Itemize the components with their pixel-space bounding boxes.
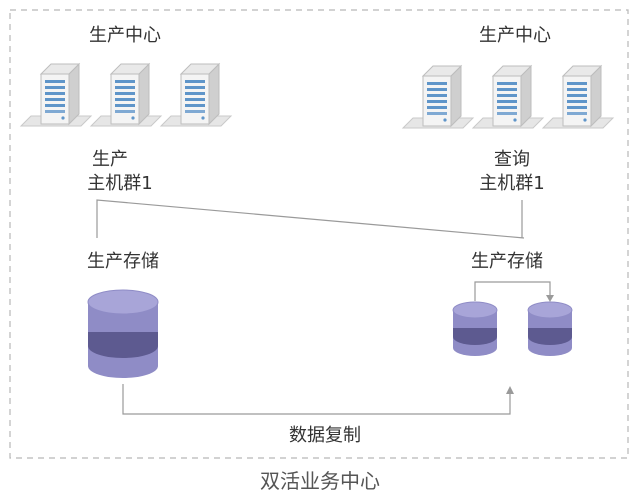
left-dc-title: 生产中心 xyxy=(89,25,161,46)
server-icon xyxy=(402,65,474,129)
right-internal-arrow xyxy=(474,281,551,301)
container-label: 双活业务中心 xyxy=(260,469,380,493)
server-icon xyxy=(160,63,232,127)
server-icon xyxy=(20,63,92,127)
right-server-cluster xyxy=(402,65,614,129)
right-host-group-line1: 查询 xyxy=(494,149,530,170)
right-database-a xyxy=(452,301,498,356)
replication-label: 数据复制 xyxy=(289,425,361,446)
left-host-connector xyxy=(96,199,525,239)
right-host-group-line2: 主机群1 xyxy=(479,173,545,194)
left-server-cluster xyxy=(20,63,232,127)
replication-arrow xyxy=(122,384,511,415)
left-database xyxy=(87,289,159,378)
server-icon xyxy=(472,65,544,129)
right-database-b xyxy=(527,301,573,356)
right-storage-label: 生产存储 xyxy=(471,251,543,272)
container-border xyxy=(9,9,629,459)
left-storage-label: 生产存储 xyxy=(87,251,159,272)
server-icon xyxy=(90,63,162,127)
right-dc-title: 生产中心 xyxy=(479,25,551,46)
server-icon xyxy=(542,65,614,129)
left-host-group-line2: 主机群1 xyxy=(87,173,153,194)
left-host-group-line1: 生产 xyxy=(92,149,128,170)
